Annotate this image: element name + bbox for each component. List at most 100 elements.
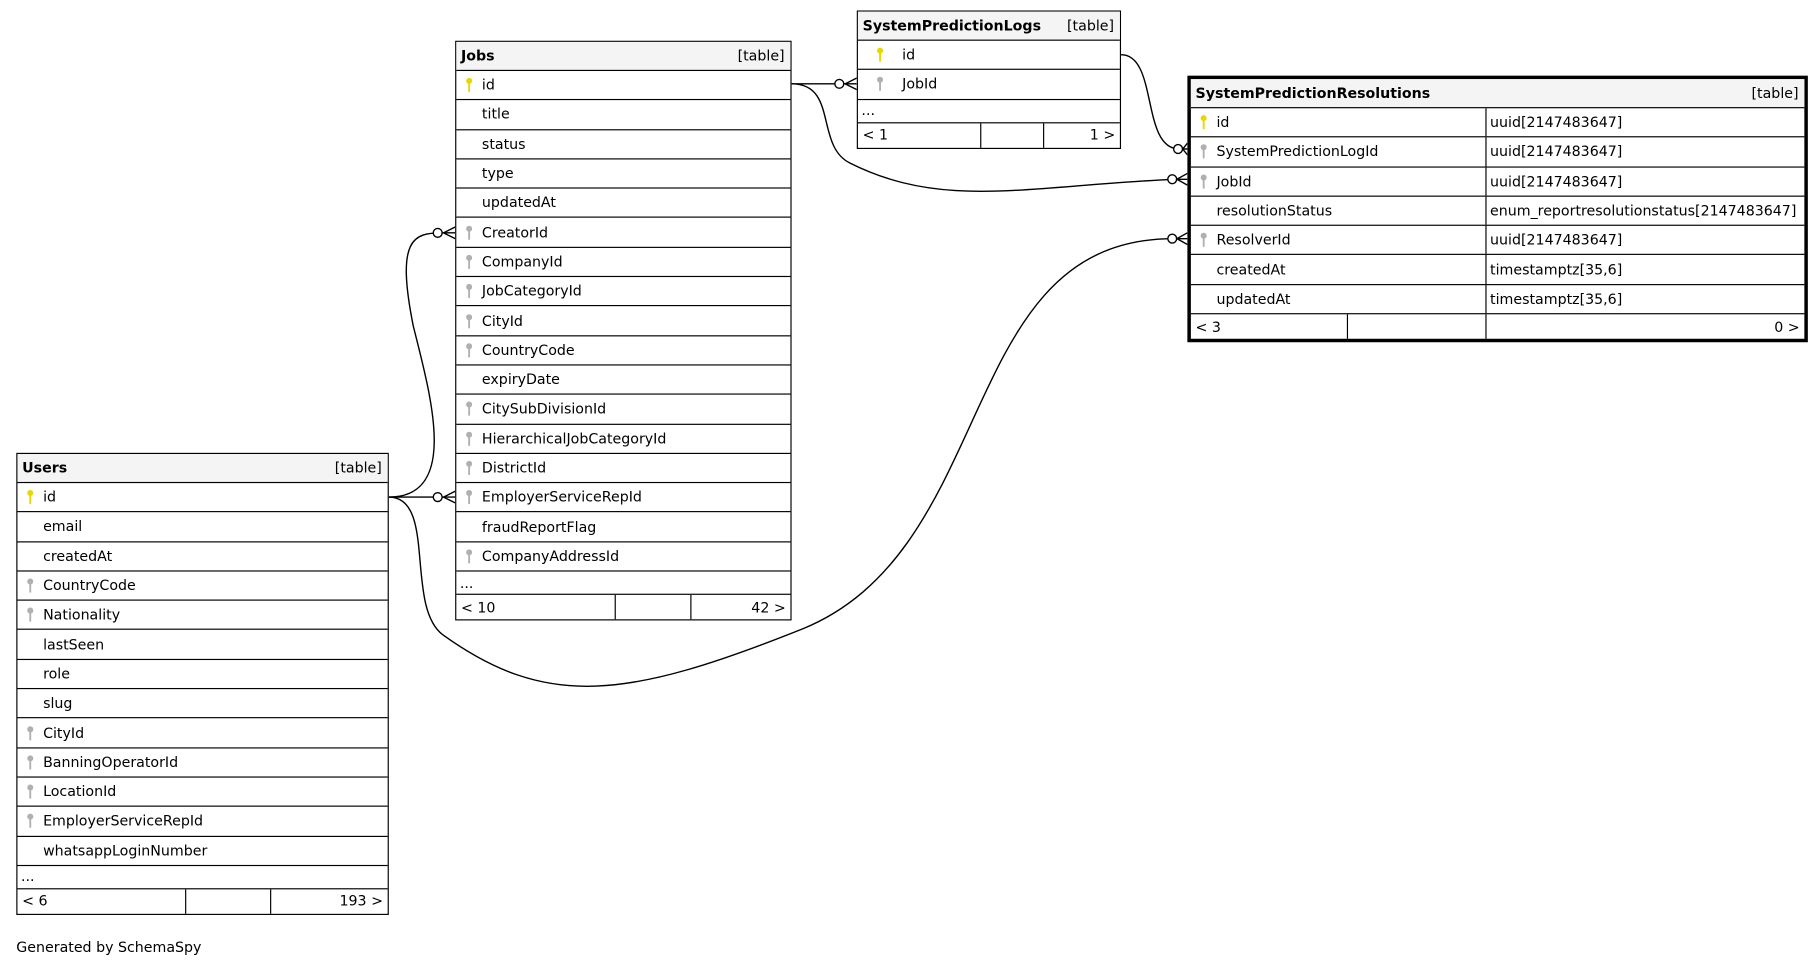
column-row[interactable]: EmployerServiceRepId — [17, 807, 388, 837]
foreign-key-icon — [456, 548, 482, 564]
foreign-key-icon — [17, 813, 43, 829]
table-footer: < 3 0 > — [1191, 314, 1804, 339]
column-row[interactable]: CountryCode — [17, 571, 388, 601]
column-row[interactable]: EmployerServiceRepId — [456, 483, 791, 513]
parents-count[interactable]: < 1 — [862, 126, 889, 144]
column-name-cell: fraudReportFlag — [456, 513, 596, 541]
table-footer: < 1 1 > — [858, 122, 1120, 148]
column-name: ResolverId — [1216, 232, 1291, 249]
foreign-key-icon — [17, 725, 43, 741]
more-columns[interactable]: ... — [456, 572, 791, 595]
column-name: CitySubDivisionId — [481, 400, 607, 418]
table-header[interactable]: Users [table] — [17, 453, 388, 484]
column-type: timestamptz[35,6] — [1485, 255, 1804, 284]
column-row[interactable]: createdAt — [17, 542, 388, 572]
column-row[interactable]: CompanyAddressId — [456, 542, 791, 572]
column-name: id — [902, 46, 916, 64]
column-type: timestamptz[35,6] — [1485, 284, 1804, 314]
column-name: whatsappLoginNumber — [43, 842, 208, 859]
foreign-key-icon — [858, 76, 902, 92]
column-row[interactable]: CountryCode — [456, 336, 791, 366]
column-name-cell: BanningOperatorId — [17, 748, 178, 776]
column-name-cell: expiryDate — [456, 365, 560, 393]
column-row[interactable]: JobId — [857, 70, 1120, 100]
parents-count[interactable]: < 3 — [1195, 318, 1221, 335]
column-name: EmployerServiceRepId — [481, 489, 642, 506]
more-columns[interactable]: ... — [17, 866, 388, 890]
column-row[interactable]: status — [456, 130, 791, 160]
column-name-cell: DistrictId — [456, 454, 546, 482]
column-name-cell: slug — [17, 689, 72, 717]
column-name-cell: ResolverId — [1191, 226, 1486, 254]
column-row[interactable]: slug — [17, 689, 388, 719]
column-row[interactable]: HierarchicalJobCategoryId — [456, 424, 791, 454]
foreign-key-icon — [456, 254, 482, 270]
table-kind: [table] — [737, 47, 785, 65]
children-count[interactable]: 193 > — [270, 889, 388, 914]
column-name: LocationId — [43, 783, 117, 800]
more-columns[interactable]: ... — [857, 100, 1120, 123]
table-header[interactable]: Jobs [table] — [456, 41, 791, 72]
footer-spacer — [614, 594, 691, 620]
edge-spl-id-to-spr-logid — [1121, 54, 1188, 156]
column-row[interactable]: CompanyId — [456, 248, 791, 278]
column-name-cell: Nationality — [17, 601, 120, 629]
column-row[interactable]: id — [857, 41, 1120, 71]
table-header[interactable]: SystemPredictionResolutions[table] — [1190, 79, 1805, 109]
column-row[interactable]: whatsappLoginNumber — [17, 836, 388, 866]
column-row[interactable]: expiryDate — [456, 365, 791, 395]
column-row[interactable]: email — [17, 513, 388, 542]
children-count[interactable]: 42 > — [690, 594, 790, 620]
column-row[interactable]: CreatorId — [456, 218, 791, 248]
column-row[interactable]: JobCategoryId — [456, 277, 791, 307]
column-type: uuid[2147483647] — [1485, 167, 1804, 196]
children-count[interactable]: 0 > — [1485, 314, 1804, 339]
column-row[interactable]: lastSeen — [17, 630, 388, 660]
children-count[interactable]: 1 > — [1043, 122, 1120, 148]
table-name[interactable]: SystemPredictionLogs — [862, 17, 1042, 34]
column-row[interactable]: CityId — [17, 719, 388, 749]
column-name: CityId — [43, 724, 85, 741]
parents-count[interactable]: < 6 — [22, 893, 48, 910]
column-name: HierarchicalJobCategoryId — [481, 430, 667, 447]
table-kind: [table] — [334, 459, 382, 477]
column-row[interactable]: Nationality — [17, 601, 388, 631]
column-name-cell: createdAt — [17, 542, 112, 570]
parents-count[interactable]: < 10 — [460, 598, 496, 616]
column-name-cell: id — [456, 71, 495, 99]
column-name: EmployerServiceRepId — [43, 813, 204, 830]
foreign-key-icon — [17, 754, 43, 770]
table-name[interactable]: Jobs — [460, 47, 495, 65]
column-row[interactable]: LocationId — [17, 778, 388, 808]
table-header[interactable]: SystemPredictionLogs[table] — [857, 11, 1120, 41]
column-row[interactable]: CityId — [456, 307, 791, 337]
column-row[interactable]: role — [17, 660, 388, 690]
column-row[interactable]: id — [456, 71, 791, 101]
foreign-key-icon — [456, 489, 482, 505]
table-name[interactable]: SystemPredictionResolutions — [1195, 84, 1431, 102]
column-row[interactable]: updatedAt — [456, 189, 791, 219]
column-row[interactable]: BanningOperatorId — [17, 748, 388, 778]
column-row[interactable]: title — [456, 100, 791, 130]
column-row[interactable]: fraudReportFlag — [456, 513, 791, 543]
column-name-cell: JobId — [858, 70, 937, 98]
table-name[interactable]: Users — [22, 459, 68, 477]
column-row[interactable]: id — [17, 483, 388, 513]
edge-users-id-to-jobs-employerservicerepid — [388, 490, 456, 504]
column-name-cell: title — [456, 100, 510, 128]
edge-jobs-id-to-spl-jobid — [791, 77, 858, 91]
column-row[interactable]: CitySubDivisionId — [456, 395, 791, 425]
column-row[interactable]: type — [456, 159, 791, 189]
column-row[interactable]: DistrictId — [456, 454, 791, 484]
